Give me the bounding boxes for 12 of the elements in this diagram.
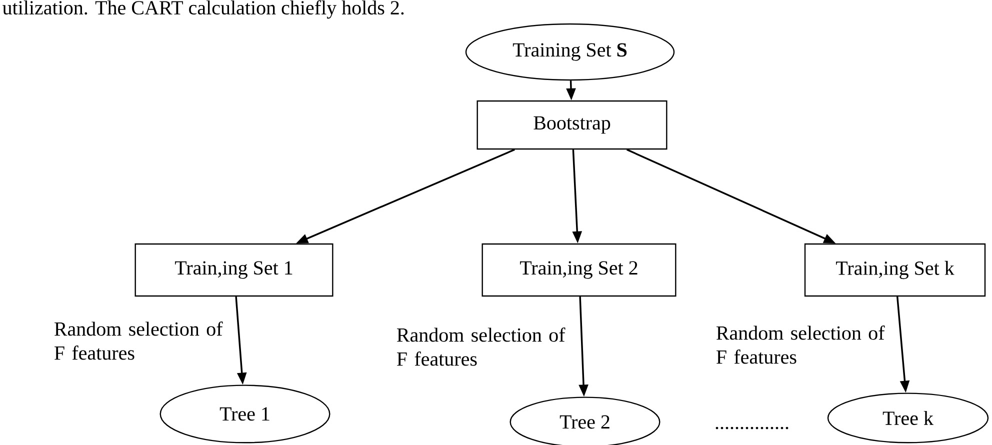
edge-label: Random selection of F features <box>714 324 898 366</box>
edge-label: Random selection of F features <box>395 326 578 368</box>
edge-label: Random selection of F features <box>52 320 236 362</box>
note-text: utilization. The CART calculation chiefly holds 2. <box>2 0 404 19</box>
ellipse-node: Tree k <box>827 392 989 444</box>
ellipse-node: Training Set S <box>465 23 675 81</box>
process-box: Train,ing Set 1 <box>134 243 334 297</box>
ellipse-node: Tree 1 <box>160 384 330 444</box>
ellipsis-dots: ............... <box>716 426 788 430</box>
process-box: Train,ing Set 2 <box>482 243 676 297</box>
process-box: Bootstrap <box>476 100 668 150</box>
process-box: Train,ing Set k <box>804 243 986 297</box>
